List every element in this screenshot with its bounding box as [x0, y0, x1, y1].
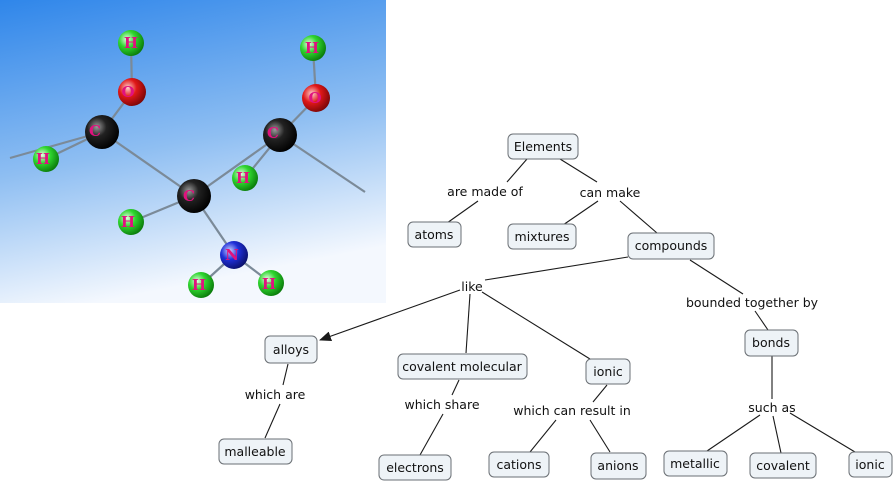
atom-h-center-left: H	[118, 209, 144, 235]
node-anions[interactable]: anions	[590, 452, 647, 480]
link-which-share: which share	[404, 397, 479, 412]
svg-text:O: O	[308, 89, 321, 107]
svg-text:H: H	[124, 34, 138, 52]
svg-text:compounds: compounds	[635, 238, 708, 253]
atom-c-center: C	[177, 179, 211, 213]
link-are-made-of: are made of	[447, 184, 523, 199]
atom-o-left: O	[118, 78, 146, 106]
svg-text:O: O	[121, 83, 134, 101]
atom-h-top-right: H	[300, 35, 326, 61]
node-bonds[interactable]: bonds	[744, 329, 799, 357]
svg-text:covalent molecular: covalent molecular	[402, 359, 522, 374]
svg-text:H: H	[305, 39, 319, 57]
svg-text:H: H	[36, 150, 50, 168]
svg-text:H: H	[121, 213, 135, 231]
svg-text:H: H	[262, 275, 276, 293]
svg-text:H: H	[192, 276, 206, 294]
svg-text:covalent: covalent	[756, 458, 810, 473]
svg-text:electrons: electrons	[386, 460, 444, 475]
node-atoms[interactable]: atoms	[407, 221, 462, 248]
node-elements[interactable]: Elements	[507, 133, 579, 160]
atom-h-center-right: H	[232, 165, 258, 191]
molecule-illustration: H O H C H C H O H C N H	[0, 0, 386, 303]
svg-text:H: H	[236, 169, 250, 187]
atom-c-right: C	[263, 118, 297, 152]
svg-text:C: C	[183, 187, 195, 205]
connector-lines	[264, 158, 856, 456]
node-electrons[interactable]: electrons	[378, 454, 452, 481]
svg-text:malleable: malleable	[224, 444, 286, 459]
node-metallic[interactable]: metallic	[663, 450, 728, 477]
svg-text:Elements: Elements	[514, 139, 572, 154]
svg-text:anions: anions	[597, 458, 638, 473]
svg-text:C: C	[89, 122, 101, 140]
svg-text:atoms: atoms	[415, 227, 454, 242]
link-which-can-result-in: which can result in	[513, 403, 631, 418]
svg-text:ionic: ionic	[593, 364, 623, 379]
atom-n: N	[220, 241, 248, 269]
link-such-as: such as	[748, 400, 795, 415]
svg-text:C: C	[267, 124, 279, 142]
atom-h-top-left: H	[118, 30, 144, 56]
node-ionic-bond[interactable]: ionic	[848, 451, 893, 478]
atom-h-bottom-right: H	[258, 270, 284, 296]
node-covalent[interactable]: covalent	[749, 452, 817, 479]
node-malleable[interactable]: malleable	[218, 438, 293, 465]
atom-h-bottom-left: H	[188, 272, 214, 298]
svg-text:bonds: bonds	[752, 335, 790, 350]
node-compounds[interactable]: compounds	[627, 232, 715, 260]
node-alloys[interactable]: alloys	[264, 335, 318, 364]
node-covalent-molecular[interactable]: covalent molecular	[397, 353, 528, 380]
node-ionic-compound[interactable]: ionic	[585, 358, 631, 385]
link-like: like	[461, 279, 483, 294]
svg-text:ionic: ionic	[855, 457, 885, 472]
svg-text:cations: cations	[497, 457, 542, 472]
svg-text:mixtures: mixtures	[515, 229, 570, 244]
node-cations[interactable]: cations	[488, 451, 550, 478]
link-which-are: which are	[245, 387, 306, 402]
link-bounded-together-by: bounded together by	[686, 295, 819, 310]
node-mixtures[interactable]: mixtures	[507, 223, 577, 250]
svg-text:metallic: metallic	[670, 456, 720, 471]
link-can-make: can make	[580, 185, 641, 200]
atom-h-left: H	[33, 146, 59, 172]
svg-text:N: N	[225, 246, 239, 264]
svg-text:alloys: alloys	[273, 342, 309, 357]
atom-c-left: C	[85, 115, 119, 149]
atom-o-right: O	[302, 84, 330, 112]
